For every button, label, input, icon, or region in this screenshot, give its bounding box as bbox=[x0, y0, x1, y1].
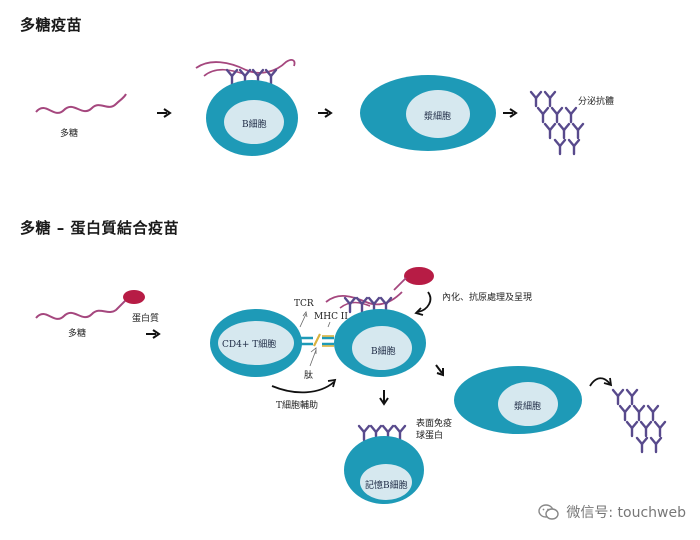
b-cell-1 bbox=[195, 59, 298, 156]
conjugate-antigen bbox=[35, 290, 145, 320]
label-mhc-ii: MHC II bbox=[314, 312, 348, 322]
arrow-down-memory bbox=[379, 390, 389, 406]
arrow-3 bbox=[503, 108, 518, 118]
arrow-1 bbox=[157, 108, 172, 118]
label-polysaccharide-2: 多糖 bbox=[68, 329, 87, 339]
label-plasma-cell-1: 漿細胞 bbox=[424, 112, 452, 122]
tcr-pointer bbox=[299, 311, 308, 328]
polysaccharide-chain-1 bbox=[35, 93, 127, 114]
arrow-to-plasma bbox=[435, 364, 444, 377]
arrow-2 bbox=[318, 108, 333, 118]
peptide-pointer bbox=[309, 347, 317, 367]
label-surface-ig-line1: 表面免疫 bbox=[416, 419, 453, 429]
secrete-arrow bbox=[589, 377, 611, 387]
antibodies-2 bbox=[611, 388, 667, 454]
tcr-mhc-complex bbox=[301, 333, 334, 347]
heading-polysaccharide-vaccine: 多糖疫苗 bbox=[20, 16, 83, 34]
label-tcr: TCR bbox=[294, 299, 314, 309]
wechat-icon bbox=[538, 503, 560, 521]
b-cell-2 bbox=[325, 291, 426, 377]
label-internalization: 內化、抗原處理及呈現 bbox=[442, 293, 533, 303]
internalize-arrow bbox=[417, 291, 432, 313]
label-cd4-t-cell: CD4+ T細胞 bbox=[222, 340, 277, 350]
label-b-cell-2: B細胞 bbox=[371, 347, 396, 357]
arrow-4 bbox=[146, 329, 161, 339]
label-peptide: 肽 bbox=[304, 371, 314, 381]
watermark: 微信号: touchweb bbox=[538, 502, 686, 522]
label-surface-ig-line2: 球蛋白 bbox=[416, 431, 444, 441]
label-memory-b-cell: 記憶B細胞 bbox=[365, 481, 408, 491]
label-polysaccharide-1: 多糖 bbox=[60, 129, 79, 139]
plasma-cell-1 bbox=[360, 75, 496, 151]
heading-conjugate-vaccine: 多糖 – 蛋白質結合疫苗 bbox=[20, 219, 179, 237]
cd4-t-cell bbox=[210, 309, 302, 377]
protein-near-b-cell bbox=[404, 267, 434, 285]
label-plasma-cell-2: 漿細胞 bbox=[514, 402, 542, 412]
antibodies-1 bbox=[529, 90, 585, 156]
t-help-arrow bbox=[271, 381, 335, 394]
plasma-cell-2 bbox=[454, 366, 582, 434]
label-t-cell-help: T細胞輔助 bbox=[276, 401, 319, 411]
label-secreted-antibody: 分泌抗體 bbox=[578, 97, 615, 107]
memory-b-cell bbox=[344, 424, 424, 504]
label-b-cell-1: B細胞 bbox=[242, 120, 267, 130]
watermark-text: 微信号: touchweb bbox=[566, 505, 686, 521]
polysaccharide-near-b-cell bbox=[393, 277, 407, 291]
label-protein: 蛋白質 bbox=[132, 314, 160, 324]
mhc-pointer bbox=[327, 321, 331, 328]
